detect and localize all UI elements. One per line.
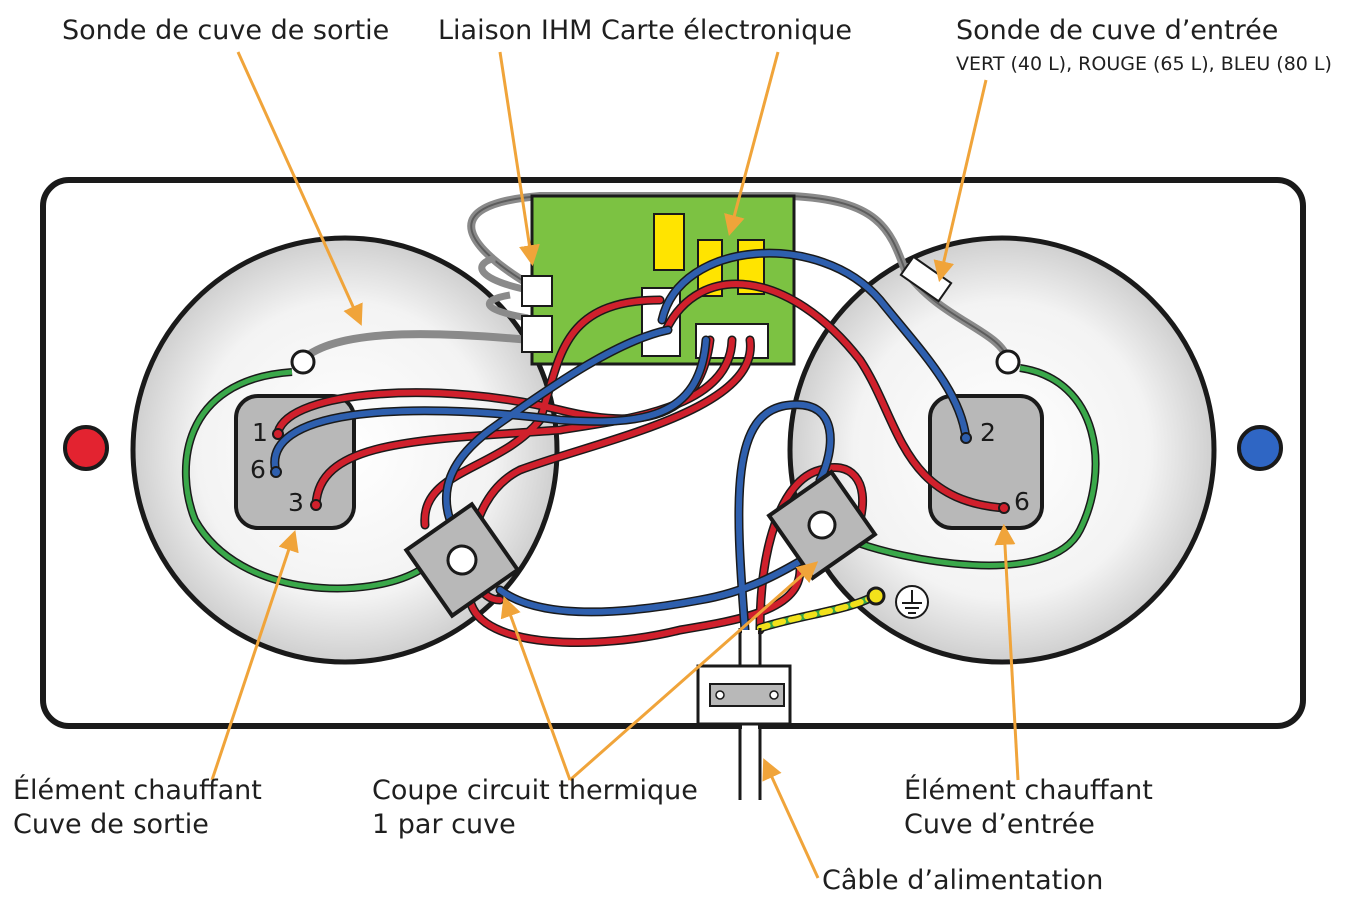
- outlet-thermal-cutout: [403, 501, 521, 619]
- outlet-element-label-line2: Cuve de sortie: [13, 809, 209, 840]
- outlet-earth-wire: [183, 369, 422, 591]
- inlet-probe-ring: [995, 349, 1021, 375]
- inlet-earth-wire: [849, 365, 1098, 568]
- probe-sleeve: [899, 255, 953, 303]
- terminal-left-6: 6: [250, 455, 266, 484]
- terminal-left-1: 1: [252, 418, 268, 447]
- inlet-thermal-cutout: [766, 469, 878, 581]
- hmi-link-label: Liaison IHM Carte électronique: [438, 15, 852, 46]
- grey-probe-cable: [467, 192, 1012, 364]
- hot-indicator: [63, 425, 109, 471]
- inlet-element-label-line2: Cuve d’entrée: [904, 809, 1095, 840]
- outlet-probe-label: Sonde de cuve de sortie: [62, 15, 390, 46]
- terminal-right-6: 6: [1014, 487, 1030, 516]
- thermal-cutout-label-line1: Coupe circuit thermique: [372, 775, 698, 806]
- outlet-element-label-line1: Élément chauffant: [13, 775, 262, 806]
- power-cable-label: Câble d’alimentation: [822, 865, 1104, 896]
- inlet-element-label-line1: Élément chauffant: [904, 775, 1153, 806]
- thermal-cutout-label-line2: 1 par cuve: [372, 809, 516, 840]
- outlet-probe-cable: [296, 330, 534, 366]
- callout-arrows: [210, 51, 1020, 879]
- earth-symbol: [895, 585, 929, 619]
- outlet-heating-element: [234, 394, 356, 530]
- earth-wire: [757, 593, 877, 631]
- inlet-probe-label: Sonde de cuve d’entrée: [956, 15, 1279, 46]
- cold-indicator: [1237, 425, 1283, 471]
- terminal-right-2: 2: [980, 418, 996, 447]
- hmi-connector: [521, 275, 553, 307]
- inlet-probe-colors: VERT (40 L), ROUGE (65 L), BLEU (80 L): [956, 53, 1332, 75]
- terminal-left-3: 3: [288, 488, 304, 517]
- outlet-probe-ring: [290, 349, 316, 375]
- blue-wires: [271, 250, 969, 633]
